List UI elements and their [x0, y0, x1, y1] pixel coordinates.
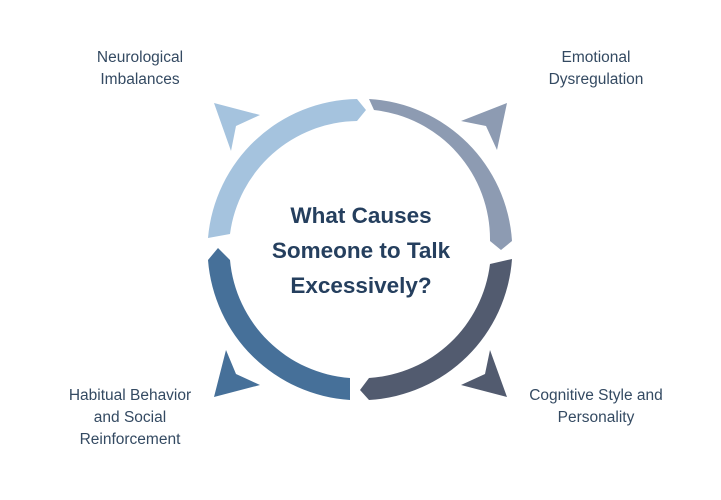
label-line: Personality — [557, 409, 635, 426]
label-line: Emotional — [561, 49, 631, 66]
pointer-emotional — [461, 103, 507, 150]
label-line: Dysregulation — [548, 71, 644, 88]
center-title-line: Someone to Talk — [271, 238, 451, 263]
label-line: Habitual Behavior — [68, 387, 192, 404]
ring-segment-habitual — [208, 248, 350, 400]
ring-segment-neurological — [208, 99, 366, 238]
center-title-line: Excessively? — [290, 273, 432, 298]
label-line: Reinforcement — [79, 431, 181, 448]
pointer-cognitive — [461, 350, 507, 397]
ring-segment-cognitive — [360, 259, 512, 400]
center-title: What Causes Someone to Talk Excessively? — [232, 198, 490, 303]
label-line: Neurological — [96, 49, 184, 66]
center-title-line: What Causes — [290, 203, 432, 228]
label-line: Imbalances — [100, 71, 180, 88]
label-emotional: Emotional Dysregulation — [526, 47, 666, 91]
label-habitual: Habitual Behavior and Social Reinforceme… — [52, 385, 208, 451]
pointer-habitual — [214, 350, 260, 397]
ring-segment-emotional — [369, 99, 512, 250]
label-neurological: Neurological Imbalances — [78, 47, 202, 91]
label-line: and Social — [93, 409, 167, 426]
pointer-neurological — [214, 103, 260, 151]
label-cognitive: Cognitive Style and Personality — [514, 385, 678, 429]
label-line: Cognitive Style and — [529, 387, 663, 404]
